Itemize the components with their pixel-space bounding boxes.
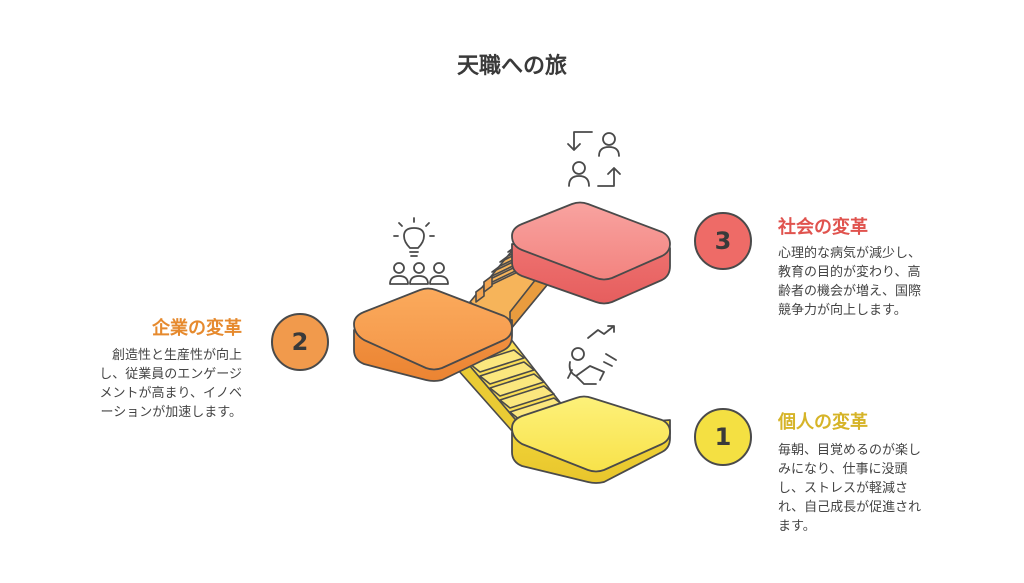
platform-1 bbox=[511, 395, 671, 484]
running-person-growth-icon bbox=[567, 325, 617, 385]
description-line: みになり、仕事に没頭 bbox=[778, 462, 908, 477]
step-3-number: 3 bbox=[714, 227, 732, 255]
description-line: ーションが加速します。 bbox=[100, 405, 242, 420]
description-line: 創造性と生産性が向上 bbox=[111, 348, 242, 363]
step-1-description: 毎朝、目覚めるのが楽し みになり、仕事に没頭 し、ストレスが軽減さ れ、自己成長… bbox=[778, 441, 958, 536]
step-3-heading: 社会の変革 bbox=[778, 217, 868, 238]
step-1-heading: 個人の変革 bbox=[778, 412, 868, 433]
description-line: 毎朝、目覚めるのが楽し bbox=[778, 443, 922, 458]
step-3-number-badge: 3 bbox=[694, 212, 752, 270]
step-1-number-badge: 1 bbox=[694, 408, 752, 466]
step-1-number: 1 bbox=[714, 423, 732, 451]
description-line: れ、自己成長が促進され bbox=[778, 500, 922, 515]
description-line: し、ストレスが軽減さ bbox=[778, 481, 909, 496]
description-line: ます。 bbox=[778, 519, 816, 534]
platform-3 bbox=[511, 201, 671, 305]
description-line: 競争力が向上します。 bbox=[778, 303, 907, 318]
step-3-description: 心理的な病気が減少し、 教育の目的が変わり、高 齢者の機会が増え、国際 競争力が… bbox=[778, 244, 958, 320]
step-2-number: 2 bbox=[291, 328, 309, 356]
lightbulb-team-icon bbox=[389, 217, 449, 285]
step-2-number-badge: 2 bbox=[271, 313, 329, 371]
description-line: 齢者の機会が増え、国際 bbox=[778, 284, 922, 299]
people-exchange-icon bbox=[567, 131, 621, 187]
description-line: メントが高まり、イノベ bbox=[99, 386, 242, 401]
step-2-description: 創造性と生産性が向上 し、従業員のエンゲージ メントが高まり、イノベ ーションが… bbox=[70, 346, 242, 422]
platform-2 bbox=[353, 287, 513, 382]
description-line: し、従業員のエンゲージ bbox=[99, 367, 242, 382]
description-line: 教育の目的が変わり、高 bbox=[778, 265, 921, 280]
diagram-title: 天職への旅 bbox=[456, 54, 567, 79]
description-line: 心理的な病気が減少し、 bbox=[778, 246, 922, 261]
step-2-heading: 企業の変革 bbox=[152, 318, 242, 339]
